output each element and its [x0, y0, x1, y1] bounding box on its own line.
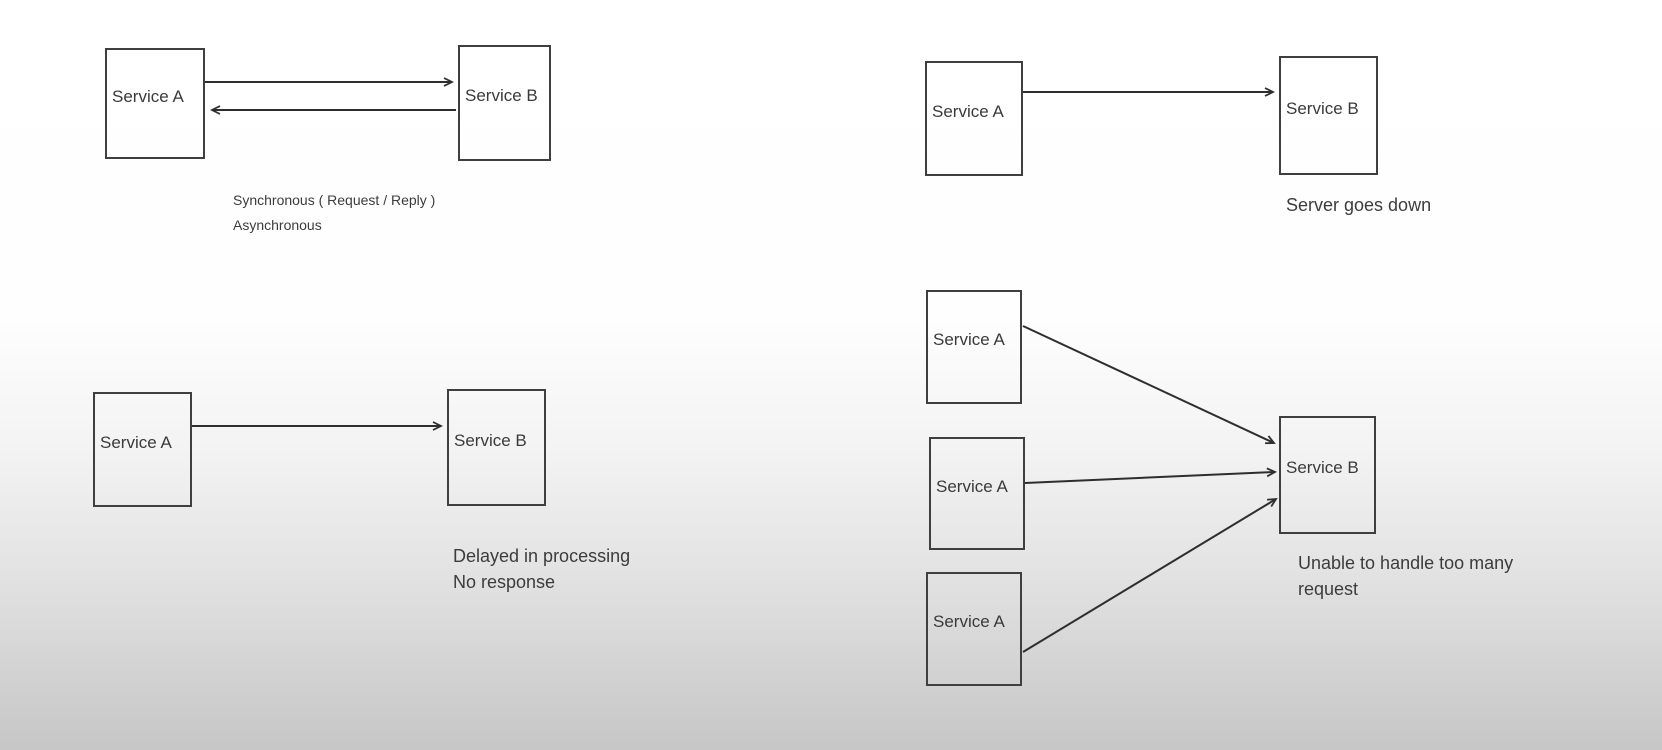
arrow-overload-2	[1024, 467, 1278, 484]
service-b-label: Service B	[1286, 458, 1359, 477]
service-b-label: Service B	[454, 430, 527, 450]
service-b-box-delay: Service B	[447, 389, 546, 506]
caption-server-down-line1: Server goes down	[1286, 195, 1432, 215]
service-a-box-sync: Service A	[105, 48, 205, 159]
caption-server-down: Server goes down	[1286, 192, 1431, 218]
service-b-box-sync: Service B	[458, 45, 551, 161]
service-a-box-delay: Service A	[93, 392, 192, 507]
caption-sync-line1: Synchronous ( Request / Reply )	[233, 192, 436, 208]
caption-delayed-line2: No response	[453, 572, 556, 592]
service-a3-box-overload: Service A	[926, 572, 1022, 686]
caption-delayed: Delayed in processing No response	[453, 543, 630, 595]
service-a-label: Service A	[933, 612, 1005, 631]
caption-overload-line2: request	[1298, 579, 1359, 599]
service-b-box-overload: Service B	[1279, 416, 1376, 534]
service-a-label: Service A	[112, 86, 184, 106]
service-a-label: Service A	[933, 330, 1005, 349]
service-b-label: Service B	[1286, 98, 1359, 118]
service-a-box-down: Service A	[925, 61, 1023, 176]
caption-overload-line1: Unable to handle too many	[1298, 553, 1514, 573]
service-a2-box-overload: Service A	[929, 437, 1025, 550]
service-b-label: Service B	[465, 86, 538, 105]
service-a1-box-overload: Service A	[926, 290, 1022, 404]
service-a-label: Service A	[100, 432, 172, 452]
arrow-overload-1	[1022, 325, 1276, 445]
caption-delayed-line1: Delayed in processing	[453, 546, 631, 566]
caption-sync-line2: Asynchronous	[233, 217, 322, 233]
service-b-box-down: Service B	[1279, 56, 1378, 175]
arrow-overload-3	[1022, 497, 1278, 653]
caption-overload: Unable to handle too many request	[1298, 550, 1513, 602]
service-a-label: Service A	[932, 101, 1004, 121]
service-a-label: Service A	[936, 476, 1008, 496]
caption-sync: Synchronous ( Request / Reply ) Asynchro…	[233, 188, 435, 238]
